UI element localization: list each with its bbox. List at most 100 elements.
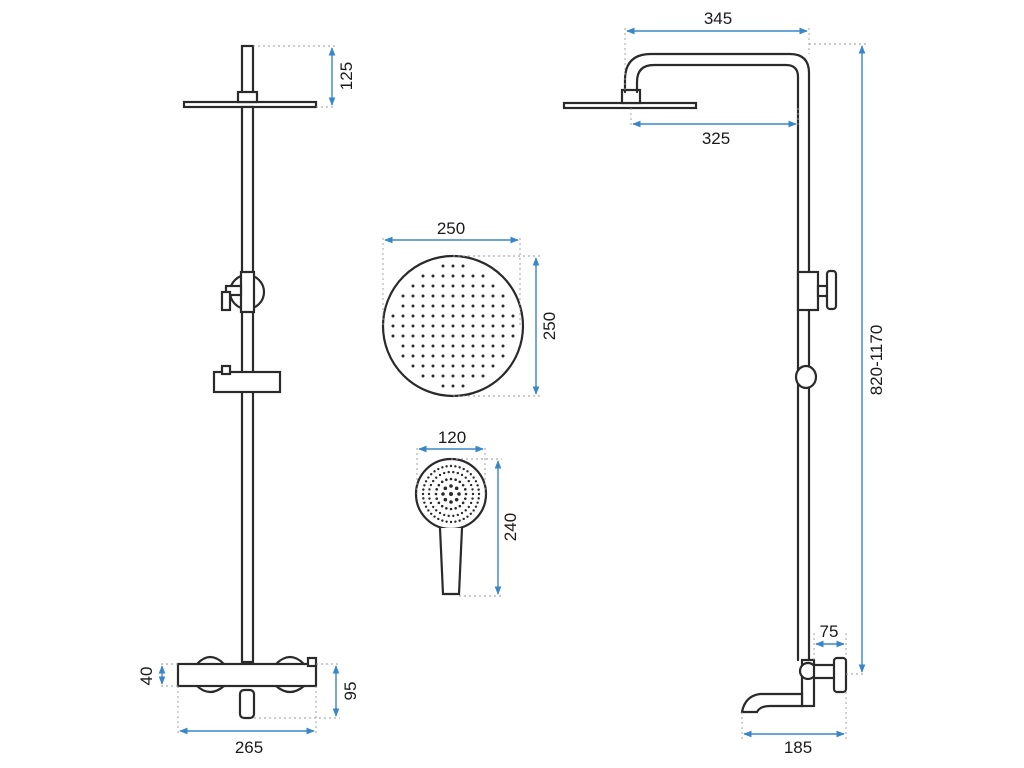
nozzle-dot	[471, 284, 475, 288]
nozzle-dot	[471, 314, 475, 318]
nozzle-dot	[441, 519, 444, 522]
nozzle-dot	[501, 354, 505, 358]
nozzle-dot	[447, 470, 450, 474]
nozzle-dot	[461, 334, 465, 338]
nozzle-dot	[437, 467, 440, 471]
nozzle-dot	[491, 344, 495, 348]
nozzle-dot	[491, 334, 495, 338]
nozzle-dot	[469, 501, 473, 505]
nozzle-dot	[451, 264, 455, 268]
nozzle-dot	[401, 344, 405, 348]
nozzle-dot	[421, 492, 425, 496]
nozzle-dot	[411, 314, 415, 318]
side-arm-inner	[635, 63, 800, 662]
nozzle-dot	[443, 486, 448, 491]
front-diverter-collar	[239, 270, 256, 314]
nozzle-dot	[451, 304, 455, 308]
nozzle-dot	[451, 274, 455, 278]
nozzle-dot	[422, 497, 425, 500]
nozzle-dot	[424, 480, 428, 483]
nozzle-dot	[441, 384, 445, 388]
nozzle-dot	[474, 505, 478, 508]
nozzle-dot	[424, 505, 428, 508]
nozzle-dot	[428, 497, 431, 500]
nozzle-dot	[454, 465, 457, 468]
nozzle-dot	[476, 501, 479, 504]
nozzle-dot	[454, 497, 459, 502]
nozzle-dot	[421, 374, 425, 378]
side-head-connector	[620, 88, 642, 105]
head-shower-plan: 250 250	[381, 219, 559, 398]
nozzle-dot	[481, 334, 485, 338]
nozzle-dot	[461, 344, 465, 348]
label-95: 95	[341, 682, 360, 701]
nozzle-dot	[443, 497, 448, 502]
nozzle-dot	[428, 488, 431, 491]
nozzle-dot	[432, 479, 435, 483]
nozzle-dot	[441, 374, 445, 378]
label-250-h: 250	[540, 312, 559, 340]
nozzle-dot	[421, 304, 425, 308]
nozzle-dot	[471, 324, 475, 328]
front-mixer-knob-right-b	[274, 684, 306, 694]
nozzle-dot	[461, 501, 465, 505]
nozzle-dot	[511, 314, 515, 318]
nozzle-dot	[471, 374, 475, 378]
nozzle-dot	[449, 477, 453, 481]
nozzle-dot	[464, 509, 467, 512]
nozzle-dot	[445, 478, 448, 482]
nozzle-dot	[461, 483, 465, 487]
nozzle-dot	[501, 334, 505, 338]
nozzle-dot	[481, 294, 485, 298]
side-arm-outer	[623, 52, 811, 662]
nozzle-dot	[401, 314, 405, 318]
nozzle-dot	[463, 488, 467, 491]
front-top-stub	[240, 44, 255, 96]
nozzle-dot	[429, 501, 433, 505]
nozzle-dot	[441, 304, 445, 308]
nozzle-dot	[481, 274, 485, 278]
nozzle-dot	[466, 470, 469, 473]
nozzle-dot	[451, 334, 455, 338]
nozzle-dot	[501, 304, 505, 308]
nozzle-dot	[471, 364, 475, 368]
nozzle-dot	[431, 274, 435, 278]
nozzle-dot	[441, 492, 445, 496]
nozzle-dot	[454, 478, 457, 482]
nozzle-dot	[477, 492, 481, 496]
nozzle-dot	[441, 264, 445, 268]
nozzle-dot	[421, 314, 425, 318]
nozzle-dot	[427, 509, 430, 512]
nozzle-dot	[441, 344, 445, 348]
side-slider	[794, 364, 818, 390]
nozzle-dot	[441, 364, 445, 368]
nozzle-dot	[421, 294, 425, 298]
nozzle-dot	[452, 514, 455, 518]
nozzle-dot	[411, 304, 415, 308]
nozzle-dot	[427, 492, 431, 496]
nozzle-dot	[422, 488, 425, 491]
hand-shower: 120 240	[414, 428, 520, 597]
front-shelf-clip	[220, 364, 232, 376]
front-diverter-lever	[224, 284, 243, 297]
label-345: 345	[704, 9, 732, 28]
nozzle-dot	[421, 344, 425, 348]
label-250-w: 250	[437, 219, 465, 238]
nozzle-dot	[454, 506, 457, 510]
nozzle-dot	[434, 492, 438, 496]
nozzle-dot	[454, 486, 459, 491]
nozzle-dot	[452, 470, 455, 474]
nozzle-dot	[472, 476, 475, 479]
nozzle-dot	[441, 274, 445, 278]
nozzle-dot	[449, 500, 453, 504]
nozzle-dot	[461, 314, 465, 318]
nozzle-dot	[423, 501, 426, 504]
nozzle-dot	[431, 374, 435, 378]
nozzle-dot	[441, 334, 445, 338]
label-120: 120	[438, 428, 466, 447]
nozzle-dot	[431, 304, 435, 308]
nozzle-dot	[438, 473, 442, 477]
nozzle-dot	[461, 294, 465, 298]
nozzle-dot	[421, 274, 425, 278]
nozzle-dot	[430, 512, 433, 515]
